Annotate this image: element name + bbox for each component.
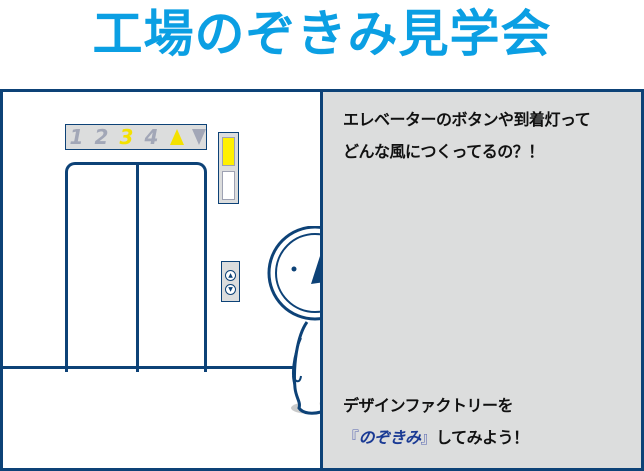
- call-button-panel: ▲ ▼: [221, 261, 240, 302]
- question-line-1: エレベーターのボタンや到着灯って: [343, 110, 591, 129]
- invitation-text: デザインファクトリーを 『のぞきみ』してみよう！: [343, 390, 529, 454]
- invitation-line-2: 『のぞきみ』してみよう！: [343, 422, 529, 454]
- call-up-button[interactable]: ▲: [225, 270, 236, 281]
- arrival-lamp-down: [222, 171, 235, 200]
- hall-lantern: [218, 132, 239, 204]
- down-arrow-icon: [192, 129, 206, 145]
- elevator-door: [65, 162, 207, 372]
- page-title: 工場のぞきみ見学会: [92, 5, 552, 63]
- illustration-frame: 1 2 3 4 ▲ ▼: [0, 89, 644, 471]
- floor-1-label: 1: [69, 125, 84, 149]
- peeking-character-icon: [267, 226, 333, 415]
- floor-4-label: 4: [144, 125, 159, 149]
- question-line-2: どんな風につくってるの？！: [343, 142, 544, 161]
- floor-2-label: 2: [94, 125, 109, 149]
- speech-panel: エレベーターのボタンや到着灯って どんな風につくってるの？！ デザインファクトリ…: [320, 92, 641, 468]
- call-down-button[interactable]: ▼: [225, 284, 236, 295]
- close-bracket: 』: [420, 428, 437, 447]
- open-bracket: 『: [343, 428, 359, 447]
- door-divider: [136, 165, 139, 372]
- nozokimi-highlight: のぞきみ: [358, 428, 422, 447]
- question-text: エレベーターのボタンや到着灯って どんな風につくってるの？！: [343, 104, 591, 168]
- arrival-lamp-up: [222, 137, 235, 166]
- invitation-line-2-rest: してみよう！: [436, 428, 529, 447]
- floor-3-label-current: 3: [119, 125, 134, 149]
- elevator-scene: 1 2 3 4 ▲ ▼: [3, 92, 333, 468]
- floor-indicator: 1 2 3 4: [65, 124, 207, 150]
- up-arrow-icon: [170, 129, 184, 145]
- invitation-line-1: デザインファクトリーを: [343, 396, 514, 415]
- floor-line: [3, 366, 293, 369]
